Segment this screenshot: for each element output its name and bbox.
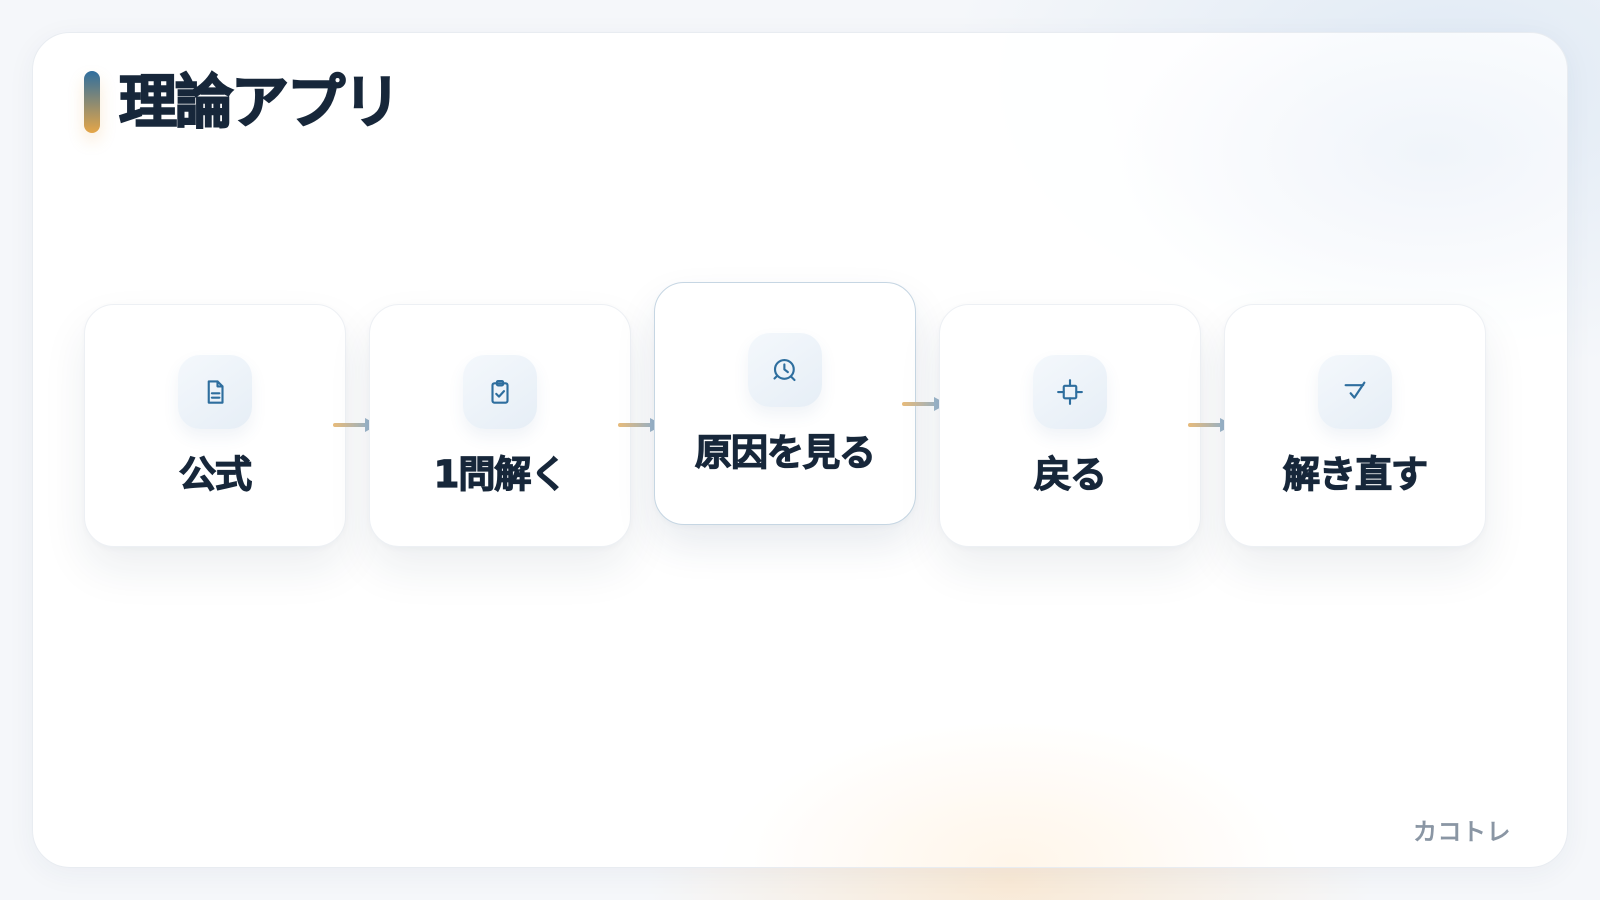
step-card-go-back: 戻る bbox=[939, 304, 1201, 547]
step-card-formula: 公式 bbox=[84, 304, 346, 547]
step-label: 原因を見る bbox=[694, 430, 876, 474]
step-card-solve-one: 1問解く bbox=[369, 304, 631, 547]
step-icon-box bbox=[1033, 355, 1107, 429]
step-icon-box bbox=[178, 355, 252, 429]
step-label: 公式 bbox=[178, 452, 252, 496]
step-card-see-cause: 原因を見る bbox=[654, 282, 916, 525]
step-icon-box bbox=[1318, 355, 1392, 429]
brand-logo-text: カコトレ bbox=[1413, 818, 1511, 846]
retry-check-icon bbox=[1344, 381, 1366, 399]
crosshair-icon bbox=[1057, 379, 1083, 405]
document-icon bbox=[207, 380, 224, 404]
step-label: 戻る bbox=[1033, 452, 1107, 496]
title-accent-bar bbox=[84, 71, 100, 133]
slide-panel: 理論アプリ 公式 bbox=[32, 32, 1568, 868]
step-icon-box bbox=[748, 333, 822, 407]
step-icon-box bbox=[463, 355, 537, 429]
step-card-resolve: 解き直す bbox=[1224, 304, 1486, 547]
step-label: 解き直す bbox=[1282, 452, 1428, 496]
clock-search-icon bbox=[773, 358, 796, 382]
clipboard-check-icon bbox=[491, 379, 509, 404]
page-title: 理論アプリ bbox=[118, 67, 402, 137]
step-label: 1問解く bbox=[433, 452, 568, 496]
